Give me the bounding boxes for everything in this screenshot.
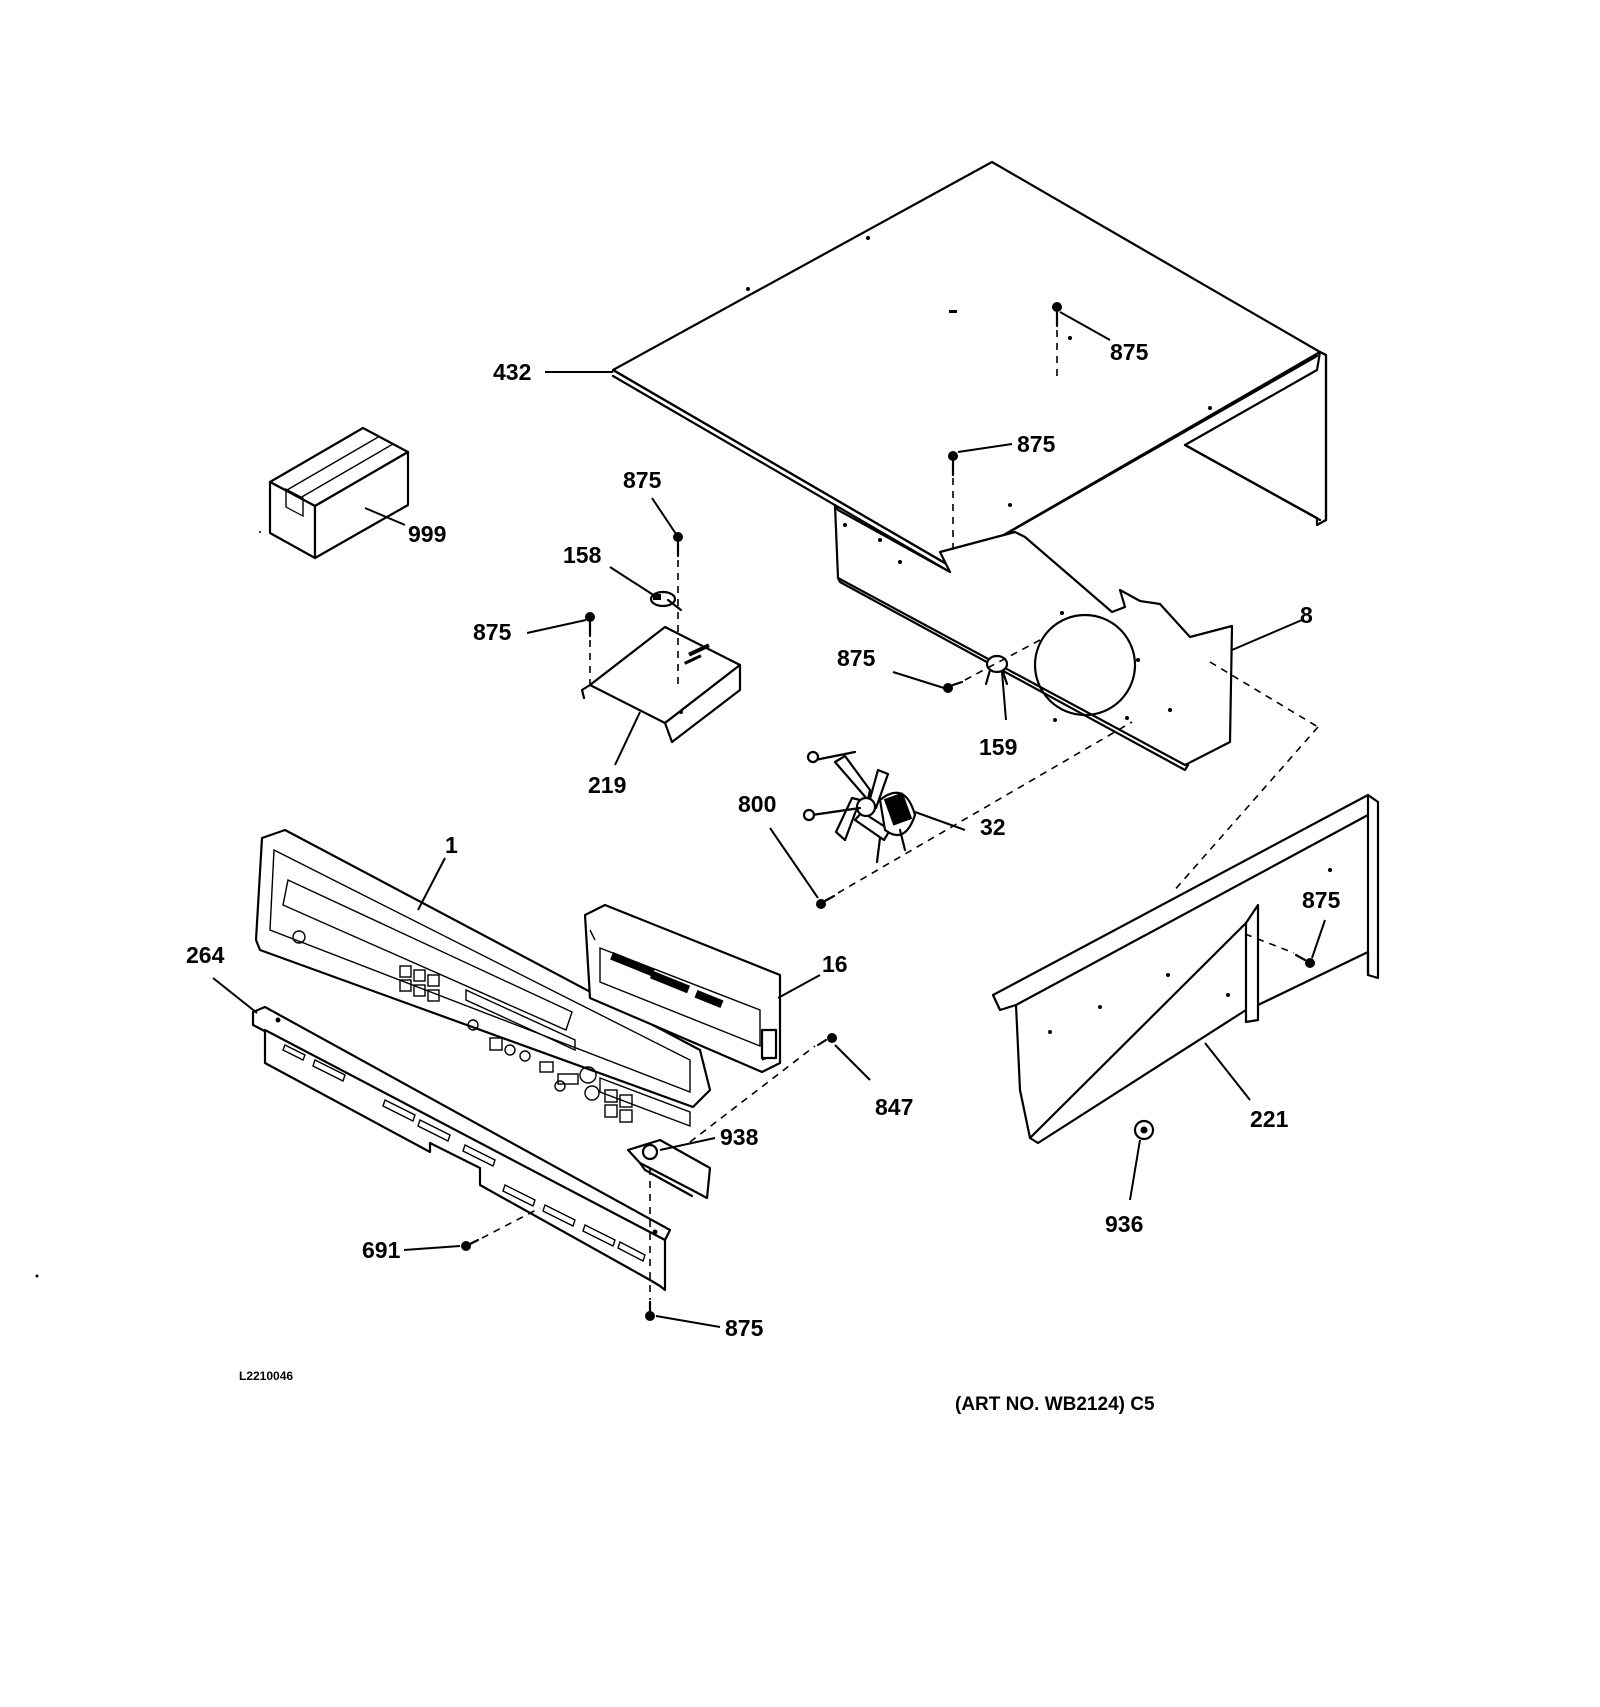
screw-875-top-b[interactable] [948, 451, 958, 477]
part-219-bracket[interactable] [580, 625, 742, 744]
callout-875-d: 875 [473, 619, 512, 645]
callout-875-e: 875 [837, 645, 876, 671]
callout-875-c: 875 [623, 467, 662, 493]
screw-875-e[interactable] [943, 680, 964, 693]
part-16-electronic-control[interactable] [583, 903, 782, 1074]
callout-labels: 432 875 875 999 875 158 875 219 875 8 15… [186, 339, 1341, 1341]
part-1-control-panel[interactable] [254, 828, 712, 1128]
callout-936: 936 [1105, 1211, 1143, 1237]
vent-slots [282, 1044, 646, 1262]
part-32-fan-motor[interactable] [802, 750, 917, 864]
callout-432: 432 [493, 359, 531, 385]
control-buttons [399, 965, 691, 1128]
screw-875-d[interactable] [585, 612, 595, 638]
callout-1: 1 [445, 832, 458, 858]
callout-847: 847 [875, 1094, 913, 1120]
callout-32: 32 [980, 814, 1006, 840]
callout-938: 938 [720, 1124, 759, 1150]
callout-691: 691 [362, 1237, 401, 1263]
part-8-rear-panel[interactable] [833, 503, 1234, 772]
part-999-box[interactable] [268, 426, 410, 560]
callout-875-f: 875 [1302, 887, 1341, 913]
part-221-side-panel[interactable] [991, 793, 1380, 1145]
callout-158: 158 [563, 542, 602, 568]
drawing-code: L2210046 [239, 1369, 293, 1383]
assembly-dash-lines [481, 330, 1319, 1300]
callout-875-top-a: 875 [1110, 339, 1149, 365]
screw-875-g[interactable] [645, 1300, 655, 1321]
callout-875-top-b: 875 [1017, 431, 1056, 457]
callout-219: 219 [588, 772, 626, 798]
screw-875-f[interactable] [1294, 953, 1315, 968]
callout-264: 264 [186, 942, 225, 968]
art-number: (ART NO. WB2124) C5 [955, 1394, 1155, 1415]
callout-159: 159 [979, 734, 1017, 760]
screw-691[interactable] [461, 1238, 480, 1251]
screw-800[interactable] [816, 894, 836, 909]
part-432-top-cover[interactable] [611, 160, 1328, 574]
screw-847[interactable] [816, 1033, 837, 1047]
leader-lines [212, 311, 1326, 1328]
part-158-switch[interactable] [649, 590, 683, 612]
screws [461, 302, 1315, 1321]
part-936-grommet[interactable] [1133, 1119, 1155, 1141]
callout-800: 800 [738, 791, 776, 817]
screw-875-top-a[interactable] [1052, 302, 1062, 328]
screw-875-c[interactable] [673, 532, 683, 558]
part-264-vent-trim[interactable] [251, 1005, 672, 1292]
callout-16: 16 [822, 951, 848, 977]
part-159-switch[interactable] [984, 654, 1009, 686]
callout-221: 221 [1250, 1106, 1289, 1132]
callout-999: 999 [408, 521, 446, 547]
callout-875-g: 875 [725, 1315, 764, 1341]
part-938-end-bracket[interactable] [626, 1138, 712, 1200]
callout-8: 8 [1300, 602, 1313, 628]
